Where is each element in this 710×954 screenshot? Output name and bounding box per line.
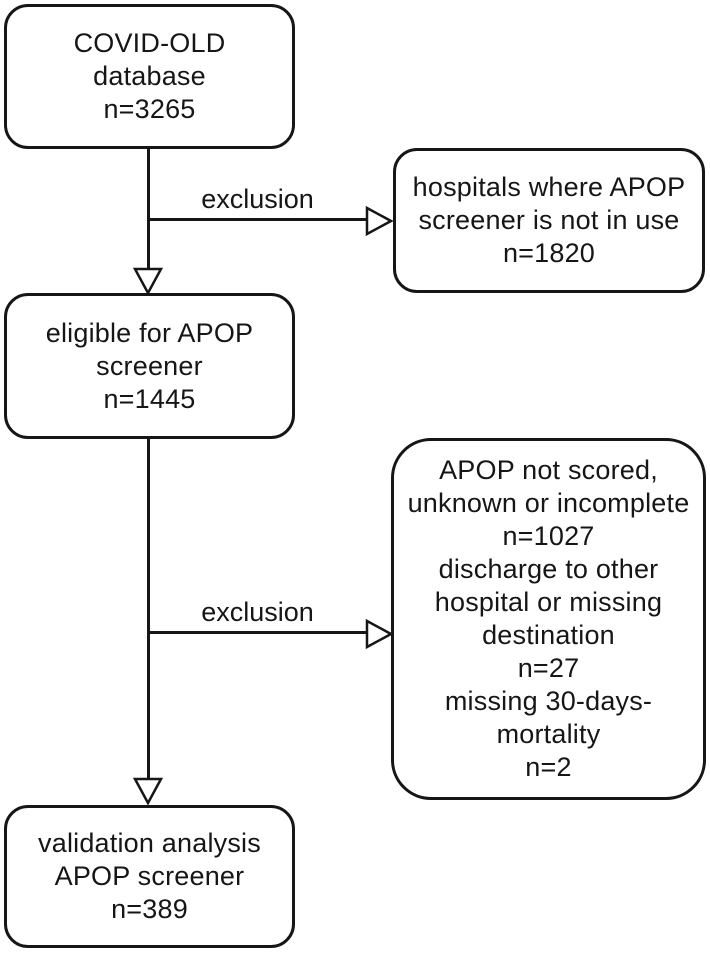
node-eligible-for-apop-screener: eligible for APOP screener n=1445 <box>4 293 295 439</box>
node-excluded-apop-not-scored: APOP not scored, unknown or incomplete n… <box>391 438 706 800</box>
arrowhead-down-icon <box>132 777 164 805</box>
node-validation-analysis: validation analysis APOP screener n=389 <box>4 805 295 948</box>
arrowhead-right-icon <box>365 618 393 650</box>
connector-exclusion-1 <box>148 218 367 221</box>
arrowhead-down-icon <box>132 267 164 295</box>
edge-label-exclusion-2: exclusion <box>201 597 314 627</box>
node-covid-old-database: COVID-OLD database n=3265 <box>4 4 295 149</box>
node-excluded-hospitals: hospitals where APOP screener is not in … <box>393 148 705 293</box>
connector-eligible-to-validation <box>147 438 150 780</box>
arrowhead-right-icon <box>365 205 393 237</box>
connector-exclusion-2 <box>148 631 367 634</box>
edge-label-exclusion-1: exclusion <box>201 184 314 214</box>
connector-covid-to-eligible <box>147 148 150 270</box>
